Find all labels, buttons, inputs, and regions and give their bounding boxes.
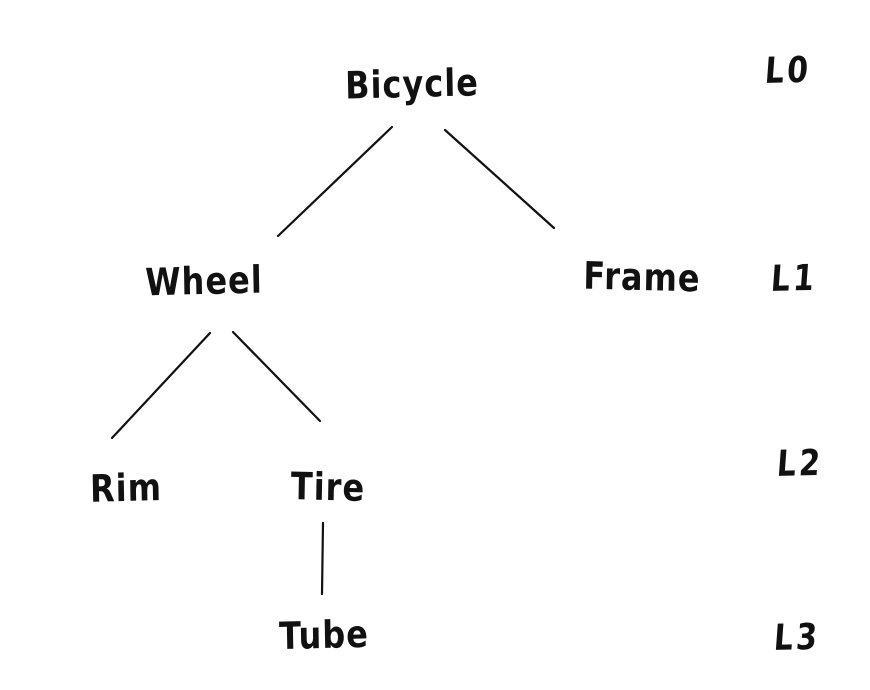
edge-wheel-tire — [231, 330, 322, 423]
node-tire: Tire — [290, 463, 366, 511]
edge-tire-tube — [320, 521, 325, 596]
edge-bicycle-frame — [443, 128, 556, 230]
level-label-l0: L0 — [763, 49, 813, 93]
node-bicycle: Bicycle — [344, 59, 480, 109]
node-rim: Rim — [89, 464, 163, 512]
node-frame: Frame — [582, 253, 702, 301]
edge-wheel-rim — [110, 331, 212, 440]
level-label-l3: L3 — [772, 616, 822, 660]
node-wheel: Wheel — [144, 257, 264, 305]
edge-bicycle-wheel — [276, 125, 394, 238]
level-label-l1: L1 — [769, 257, 819, 301]
level-label-l2: L2 — [775, 442, 825, 486]
node-tube: Tube — [278, 611, 370, 659]
